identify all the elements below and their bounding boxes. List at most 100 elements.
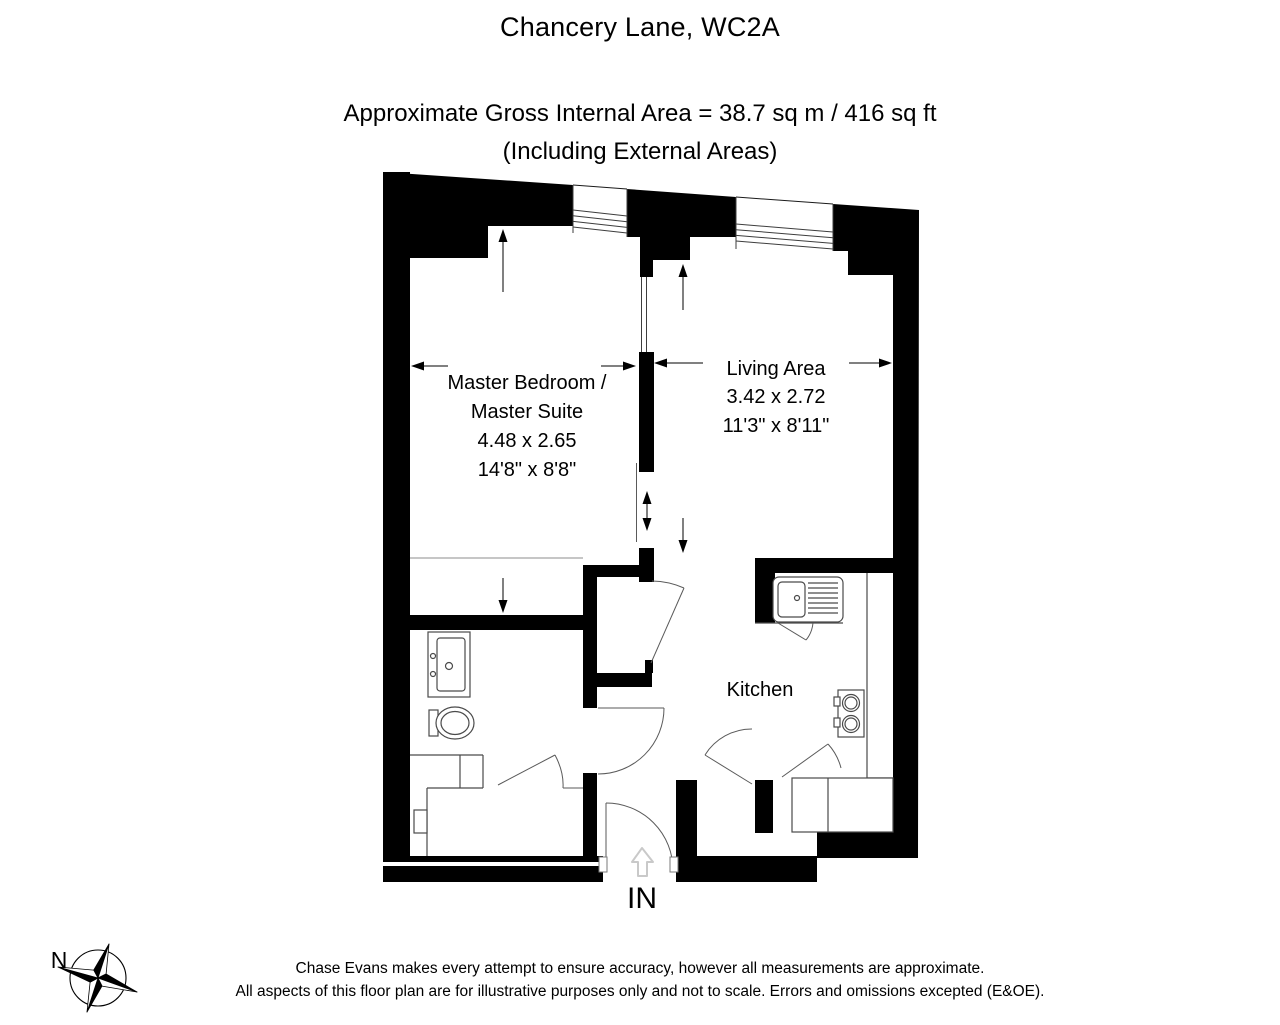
hob-burner bbox=[841, 693, 861, 713]
base-unit bbox=[791, 777, 894, 833]
vanity-basin bbox=[436, 637, 466, 692]
sink-cupboard-leaf bbox=[777, 622, 807, 641]
utility-door-swing-b bbox=[827, 743, 842, 769]
kitchen-hob bbox=[833, 689, 865, 738]
wall-lobby-right bbox=[755, 780, 773, 833]
compass-star-icon bbox=[57, 943, 138, 1013]
wall-partition-bottom-stub bbox=[639, 548, 654, 582]
area-summary: Approximate Gross Internal Area = 38.7 s… bbox=[0, 95, 1280, 171]
area-line-1: Approximate Gross Internal Area = 38.7 s… bbox=[343, 100, 937, 127]
bedroom-dimensions-metric: 4.48 x 2.65 bbox=[478, 430, 577, 452]
wall-lobby-left bbox=[676, 780, 697, 860]
hob-knob bbox=[833, 696, 841, 707]
sink-tap bbox=[793, 594, 801, 602]
compass-north-label: N bbox=[51, 947, 68, 973]
shower-control-box bbox=[413, 809, 428, 834]
bathroom-vanity bbox=[427, 631, 471, 698]
shower-area bbox=[410, 754, 484, 856]
window-2-glazing bbox=[735, 223, 834, 233]
vanity-drain bbox=[444, 661, 454, 671]
bedroom-depth-arrow bbox=[498, 229, 508, 613]
window-2-glazing bbox=[735, 234, 834, 244]
living-depth-arrow bbox=[678, 264, 688, 553]
window-1-glazing bbox=[572, 215, 628, 223]
window-2-outer-line bbox=[735, 196, 834, 205]
windows bbox=[572, 184, 834, 251]
disclaimer-line-2: All aspects of this floor plan are for i… bbox=[235, 983, 1045, 1000]
dimension-arrows bbox=[411, 229, 892, 613]
living-width-arrow bbox=[654, 358, 892, 368]
vanity-tap bbox=[429, 670, 437, 678]
window-1-outer-line bbox=[572, 184, 628, 190]
wall-top-right-and-right bbox=[833, 204, 919, 858]
window-2-glazing bbox=[735, 229, 834, 239]
sink-drainer bbox=[808, 582, 838, 614]
utility-door-leaf-a bbox=[704, 754, 753, 785]
hob-burner-inner bbox=[844, 717, 858, 731]
bathroom-fixtures bbox=[410, 631, 484, 856]
wall-partition-mid bbox=[639, 352, 654, 472]
closet-door-swing bbox=[651, 580, 685, 589]
wall-bottom-right bbox=[817, 832, 918, 858]
compass: N bbox=[51, 943, 138, 1013]
hob-knob bbox=[833, 717, 841, 728]
bedroom-dimensions-imperial: 14'8" x 8'8" bbox=[478, 459, 577, 481]
disclaimer: Chase Evans makes every attempt to ensur… bbox=[0, 957, 1280, 1003]
wall-bathroom-divider bbox=[383, 615, 597, 630]
living-dimensions-imperial: 11'3" x 8'11" bbox=[723, 415, 830, 437]
hob-burner bbox=[841, 714, 861, 734]
kitchen-fixtures bbox=[755, 573, 894, 833]
walls bbox=[383, 172, 919, 882]
entrance-threshold bbox=[669, 856, 679, 873]
doors bbox=[497, 580, 842, 873]
wall-closet-bottom bbox=[583, 673, 652, 687]
wall-kitchen-stub bbox=[755, 558, 775, 623]
wall-top-left bbox=[383, 172, 573, 258]
wall-hall-upper bbox=[583, 565, 597, 708]
entrance-door-swing bbox=[605, 802, 674, 871]
area-line-2: (Including External Areas) bbox=[502, 138, 778, 165]
wall-hall-lower bbox=[583, 773, 597, 857]
entrance-marker: IN bbox=[627, 847, 657, 915]
kitchen-label: Kitchen bbox=[727, 679, 794, 701]
wall-top-middle bbox=[627, 189, 736, 277]
living-dimensions-metric: 3.42 x 2.72 bbox=[727, 386, 826, 408]
utility-door-leaf-b bbox=[781, 743, 829, 778]
wall-kitchen-top bbox=[755, 558, 893, 573]
wall-door-hinge-stub bbox=[645, 660, 653, 673]
toilet-bowl-inner bbox=[440, 710, 470, 736]
disclaimer-line-1: Chase Evans makes every attempt to ensur… bbox=[295, 960, 985, 977]
entrance-threshold bbox=[598, 856, 608, 873]
wall-left bbox=[383, 172, 410, 881]
kitchen-sink bbox=[755, 576, 844, 641]
bedroom-width-arrow bbox=[411, 361, 636, 371]
toilet bbox=[428, 706, 475, 740]
sink-basin bbox=[777, 581, 806, 618]
hall-door-swing bbox=[597, 707, 665, 775]
hob-body bbox=[837, 689, 865, 738]
wall-bottom-middle bbox=[676, 856, 817, 882]
page-title: Chancery Lane, WC2A bbox=[500, 12, 780, 42]
kitchen-base-units bbox=[791, 777, 894, 833]
vanity-tap bbox=[429, 652, 437, 660]
entrance-label: IN bbox=[627, 882, 657, 915]
closet-door-leaf bbox=[650, 587, 685, 664]
living-label: Living Area bbox=[727, 358, 827, 380]
wall-bottom-left bbox=[383, 856, 603, 882]
entrance-direction-icon bbox=[631, 847, 654, 877]
interior-partition bbox=[410, 277, 647, 559]
hob-burner-inner bbox=[844, 696, 858, 710]
room-labels: Master Bedroom / Master Suite 4.48 x 2.6… bbox=[448, 358, 830, 701]
wall-closet-top bbox=[583, 565, 653, 577]
bedroom-label-line2: Master Suite bbox=[471, 401, 583, 423]
bathroom-door-leaf bbox=[497, 754, 556, 786]
wall-bottom-left-joint bbox=[383, 862, 603, 866]
window-1-glazing bbox=[572, 226, 628, 234]
kitchen-counter bbox=[866, 573, 893, 779]
utility-door-swing-a bbox=[704, 728, 753, 756]
sink-cupboard-swing bbox=[805, 622, 814, 641]
window-1-glazing bbox=[572, 209, 628, 217]
opening-double-arrow bbox=[642, 491, 652, 531]
